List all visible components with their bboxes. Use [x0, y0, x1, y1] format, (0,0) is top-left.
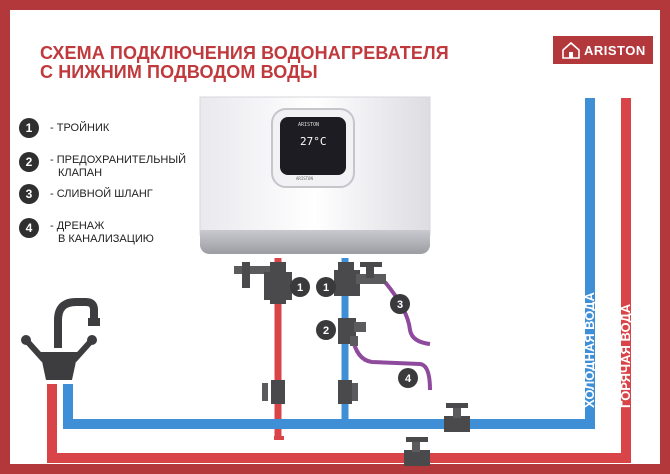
- marker-1-hot-label: 1: [297, 282, 303, 294]
- legend-text: - ПРЕДОХРАНИТЕЛЬНЫЙ КЛАПАН: [50, 154, 186, 180]
- cold-tee-valve: [334, 262, 386, 296]
- legend-text-line: КЛАПАН: [58, 167, 103, 179]
- marker-3: [390, 294, 410, 314]
- temperature-display: 27°C: [300, 135, 327, 148]
- cold-main-valve: [444, 403, 470, 432]
- brand-name: ARISTON: [584, 43, 646, 58]
- brand-badge: ARISTON: [553, 36, 653, 64]
- title-line-1: СХЕМА ПОДКЛЮЧЕНИЯ ВОДОНАГРЕВАТЕЛЯ: [40, 43, 449, 63]
- legend-text-line: - СЛИВНОЙ ШЛАНГ: [50, 188, 153, 200]
- safety-valve: [338, 318, 366, 346]
- water-heater: [199, 96, 431, 254]
- marker-4: [398, 368, 418, 388]
- heater-logo: ARISTON: [298, 122, 320, 128]
- page-title: СХЕМА ПОДКЛЮЧЕНИЯ ВОДОНАГРЕВАТЕЛЯ С НИЖН…: [40, 44, 449, 82]
- house-icon: [562, 41, 580, 59]
- marker-1-hot: [290, 277, 310, 297]
- marker-3-label: 3: [397, 299, 403, 311]
- mixer-faucet: [21, 298, 100, 380]
- hot-tee-valve: [234, 262, 292, 304]
- legend-text-line: - ДРЕНАЖ: [50, 220, 105, 232]
- legend-number: 1: [19, 118, 39, 138]
- control-screen: [280, 117, 346, 175]
- title-line-2: С НИЖНИМ ПОДВОДОМ ВОДЫ: [40, 62, 318, 82]
- legend-number: 3: [19, 184, 39, 204]
- legend-text-line: - ПРЕДОХРАНИТЕЛЬНЫЙ: [50, 154, 187, 166]
- hot-main-pipe: [47, 98, 631, 463]
- marker-4-label: 4: [405, 373, 412, 385]
- legend-number: 4: [19, 218, 39, 238]
- cold-water-label: ХОЛОДНАЯ ВОДА: [582, 292, 597, 408]
- legend-text-line: - ТРОЙНИК: [50, 122, 110, 134]
- drain-hose: [383, 280, 431, 346]
- legend-number: 2: [19, 152, 39, 172]
- marker-1-cold: [316, 277, 336, 297]
- legend-text: - СЛИВНОЙ ШЛАНГ: [50, 188, 153, 201]
- legend-text-line: В КАНАЛИЗАЦИЮ: [58, 233, 154, 245]
- marker-2-label: 2: [323, 325, 329, 337]
- marker-2: [316, 320, 336, 340]
- cold-shutoff-valve: [338, 380, 358, 404]
- legend-text: - ТРОЙНИК: [50, 122, 109, 135]
- legend-text: - ДРЕНАЖ В КАНАЛИЗАЦИЮ: [50, 220, 154, 246]
- cold-main-pipe: [63, 98, 595, 429]
- marker-1-cold-label: 1: [323, 282, 329, 294]
- heater-base: [200, 230, 430, 254]
- marker-group: 1 1 2 3 4: [290, 277, 418, 388]
- hot-shutoff-valve: [262, 380, 285, 404]
- drainage-hose: [350, 334, 432, 391]
- heater-logo-small: ARISTON: [296, 176, 313, 181]
- hot-main-valve: [404, 437, 430, 466]
- hot-water-label: ГОРЯЧАЯ ВОДА: [618, 303, 633, 408]
